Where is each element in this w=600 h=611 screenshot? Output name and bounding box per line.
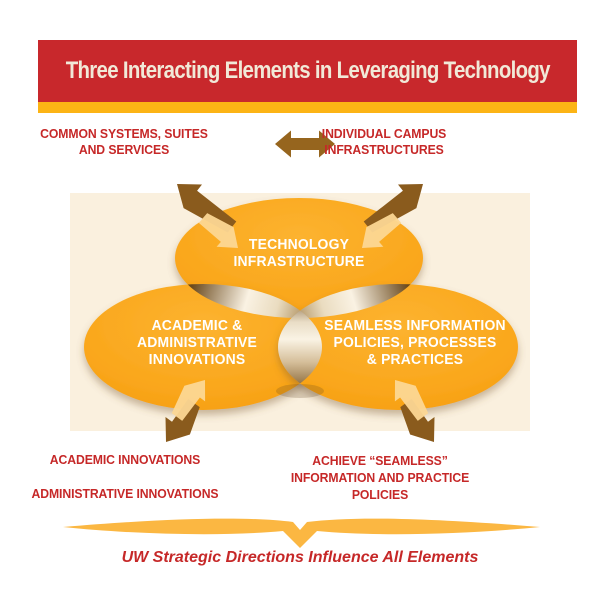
label-seamless-information: SEAMLESS INFORMATION POLICIES, PROCESSES… <box>324 318 506 368</box>
outward-arrow-top-right-icon <box>363 184 423 233</box>
outward-arrow-bottom-left-icon <box>165 398 200 442</box>
gold-accent-strip <box>38 102 577 113</box>
inward-arrow-bottom-right-icon <box>394 380 429 421</box>
ellipse-academic-administrative <box>84 284 322 410</box>
label-individual-campus: INDIVIDUAL CAMPUS INFRASTRUCTURES <box>321 126 447 157</box>
page-title: Three Interacting Elements in Leveraging… <box>65 57 550 84</box>
inward-arrow-bottom-left-icon <box>171 380 206 421</box>
label-administrative-innovations: ADMINISTRATIVE INNOVATIONS <box>31 486 219 501</box>
ellipse-seamless-information <box>278 284 518 410</box>
label-common-systems: COMMON SYSTEMS, SUITES AND SERVICES <box>40 126 208 157</box>
label-technology-infrastructure: TECHNOLOGY INFRASTRUCTURE <box>233 237 365 270</box>
inward-arrow-top-left-icon <box>198 213 238 248</box>
label-achieve-seamless: ACHIEVE “SEAMLESS” INFORMATION AND PRACT… <box>290 453 470 502</box>
leaf-shadow <box>276 384 324 398</box>
title-banner: Three Interacting Elements in Leveraging… <box>38 40 577 102</box>
outward-arrows <box>165 184 435 442</box>
outward-arrow-bottom-right-icon <box>400 398 435 442</box>
label-academic-administrative: ACADEMIC & ADMINISTRATIVE INNOVATIONS <box>137 318 257 368</box>
inward-arrow-top-right-icon <box>362 213 402 248</box>
label-academic-innovations: ACADEMIC INNOVATIONS <box>49 452 201 467</box>
brace-swoosh <box>63 518 540 548</box>
footer-caption: UW Strategic Directions Influence All El… <box>121 549 479 566</box>
double-headed-arrow-icon <box>275 130 335 158</box>
inward-arrows <box>171 213 429 421</box>
outward-arrow-top-left-icon <box>177 184 237 233</box>
